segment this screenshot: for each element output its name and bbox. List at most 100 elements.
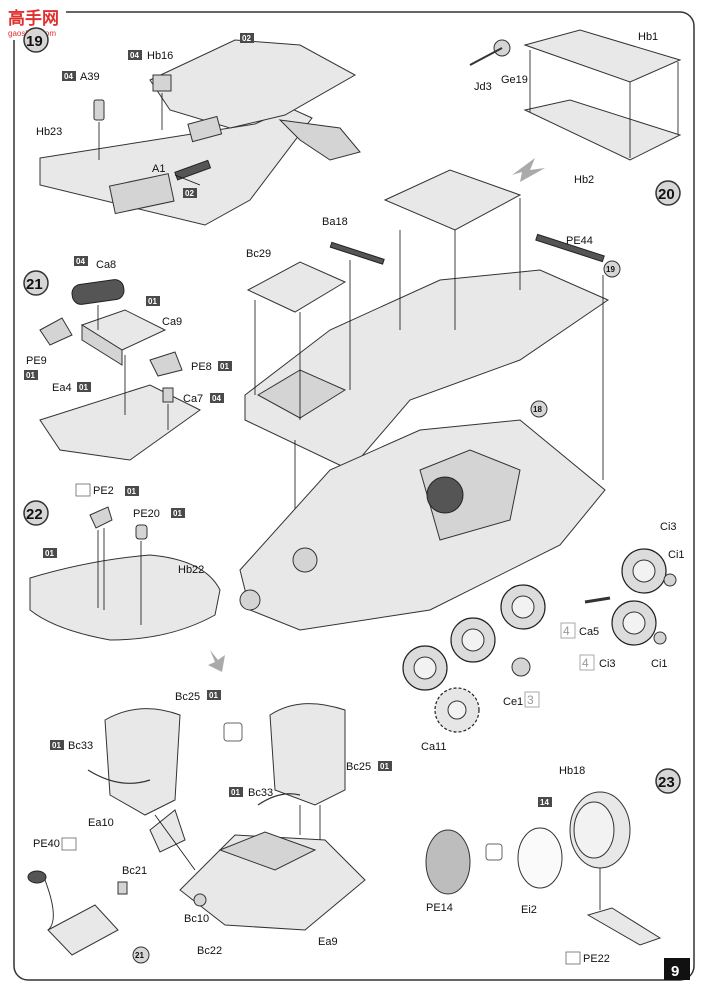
step-20-parts [469, 29, 682, 182]
svg-text:04: 04 [76, 257, 85, 266]
part-bc33-a [87, 769, 151, 784]
svg-text:PE22: PE22 [583, 953, 610, 965]
step-21-parts [39, 279, 201, 461]
road-wheels [402, 548, 677, 733]
svg-text:18: 18 [533, 405, 542, 414]
part-pe40 [27, 870, 47, 884]
fender-labels: Bc25 01 01 Bc33 Ea10 PE40 Bc21 Bc10 Bc22… [33, 690, 392, 964]
step-19-labels: 04 Hb16 02 04 A39 Hb23 A1 02 [36, 33, 254, 198]
svg-text:Ca9: Ca9 [162, 316, 182, 328]
svg-text:Ci1: Ci1 [651, 658, 668, 670]
svg-text:01: 01 [79, 383, 88, 392]
step-23-parts [425, 791, 662, 946]
step-19-parts [39, 39, 361, 226]
hull-plate-hb23 [39, 107, 313, 226]
part-ea9 [179, 834, 366, 931]
fender-assembly [27, 703, 366, 956]
svg-text:Hb23: Hb23 [36, 126, 62, 138]
part-hb22 [29, 554, 221, 641]
svg-text:01: 01 [220, 362, 229, 371]
upper-hull-labels: Bc29 Ba18 PE44 19 18 [246, 216, 621, 418]
svg-text:Ge19: Ge19 [501, 74, 528, 86]
part-pe14 [425, 829, 471, 895]
part-bc10 [193, 893, 207, 907]
svg-text:Bc21: Bc21 [122, 865, 147, 877]
engine-fan [426, 476, 464, 514]
part-ea4 [39, 384, 201, 461]
part-ei2 [517, 827, 563, 889]
step-22-labels: PE2 01 PE20 01 01 Hb22 [43, 483, 204, 576]
part-a1 [174, 159, 212, 181]
svg-text:Ci3: Ci3 [660, 521, 677, 533]
svg-text:Bc29: Bc29 [246, 248, 271, 260]
svg-text:PE20: PE20 [133, 508, 160, 520]
part-pe8 [149, 351, 183, 377]
photoetch-icon-2 [61, 837, 77, 851]
part-bc25-b [269, 703, 346, 806]
svg-text:PE44: PE44 [566, 235, 593, 247]
part-ba18 [329, 241, 385, 265]
page-border [13, 11, 695, 981]
svg-text:Hb1: Hb1 [638, 31, 658, 43]
photoetch-icon [75, 483, 91, 497]
part-ci1-b [653, 631, 667, 645]
step-23-marker: 23 [655, 768, 681, 794]
svg-text:Ca11: Ca11 [421, 741, 446, 753]
running-gear-labels: Ci3 Ci1 4 Ca5 4 Ci3 Ci1 Ce1 3 Ca11 [421, 521, 685, 753]
svg-text:22: 22 [26, 506, 43, 523]
step-21-marker: 21 [23, 270, 49, 296]
step-21-labels: 04 Ca8 01 Ca9 PE9 PE8 01 01 Ea4 01 Ca7 0… [24, 256, 232, 405]
page-number-box: 9 [664, 958, 690, 980]
svg-text:4: 4 [582, 656, 589, 670]
svg-text:01: 01 [380, 762, 389, 771]
svg-text:Ea4: Ea4 [52, 382, 72, 394]
svg-text:Bc10: Bc10 [184, 913, 209, 925]
svg-text:Bc22: Bc22 [197, 945, 222, 957]
direction-arrow [512, 158, 545, 182]
svg-text:PE14: PE14 [426, 902, 453, 914]
part-bc33-b [257, 793, 301, 806]
watermark-brand: 高手网 [8, 8, 59, 28]
deck-plate-02 [149, 39, 357, 129]
part-bc25-a [104, 708, 181, 816]
part-bc21 [117, 881, 128, 895]
direction-arrow-2 [208, 650, 225, 672]
step-20-labels: Hb1 Jd3 Ge19 Hb2 [474, 31, 658, 186]
svg-text:01: 01 [148, 297, 157, 306]
svg-text:21: 21 [135, 951, 144, 960]
svg-text:A1: A1 [152, 163, 165, 175]
svg-text:20: 20 [658, 186, 675, 203]
svg-text:21: 21 [26, 276, 43, 293]
part-ea10 [149, 809, 186, 853]
svg-text:04: 04 [130, 51, 139, 60]
svg-text:3: 3 [527, 693, 534, 707]
part-a39 [93, 99, 105, 121]
part-pe20 [135, 524, 148, 540]
svg-text:01: 01 [127, 487, 136, 496]
symmetry-icon-2 [485, 843, 503, 861]
svg-text:Bc25: Bc25 [346, 761, 371, 773]
part-ce1 [511, 657, 531, 677]
part-pe2 [89, 506, 113, 529]
svg-text:01: 01 [173, 509, 182, 518]
photoetch-icon-3 [565, 951, 581, 965]
step-22-parts [29, 506, 225, 672]
svg-text:19: 19 [26, 33, 43, 50]
svg-text:Ca5: Ca5 [579, 626, 599, 638]
svg-text:Bc33: Bc33 [248, 787, 273, 799]
svg-text:Ci1: Ci1 [668, 549, 685, 561]
svg-text:01: 01 [26, 371, 35, 380]
svg-text:Bc25: Bc25 [175, 691, 200, 703]
svg-text:PE2: PE2 [93, 485, 114, 497]
svg-text:PE40: PE40 [33, 838, 60, 850]
svg-text:01: 01 [209, 691, 218, 700]
upper-hull-plate [244, 269, 610, 471]
svg-text:Ba18: Ba18 [322, 216, 348, 228]
part-pe22 [586, 907, 662, 946]
svg-text:01: 01 [52, 741, 61, 750]
step-20-marker: 20 [655, 180, 681, 206]
svg-text:PE9: PE9 [26, 355, 47, 367]
part-bc22 [47, 904, 119, 956]
